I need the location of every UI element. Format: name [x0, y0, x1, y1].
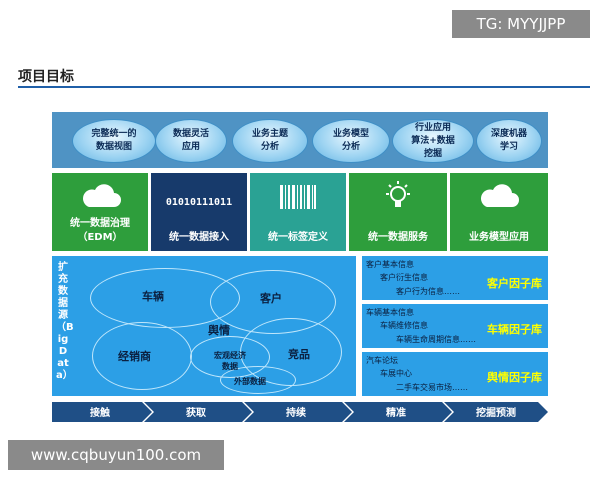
- tile-data-service: 统一数据服务: [349, 173, 447, 251]
- factor-name: 舆情因子库: [487, 371, 542, 384]
- factor-sentiment: 汽车论坛 车展中心 二手车交易市场…… 舆情因子库: [362, 352, 548, 396]
- big-data-label: 扩充数据源（Big Data）: [56, 262, 74, 381]
- title-rule: [18, 86, 590, 88]
- factor-line: 车辆维修信息: [380, 321, 428, 330]
- factor-line: 二手车交易市场……: [396, 383, 468, 392]
- stage-arrow: [344, 402, 452, 422]
- goal-theme-analysis: 业务主题 分析: [232, 119, 308, 163]
- tile-data-service-label: 统一数据服务: [368, 232, 428, 243]
- stage-arrow: [52, 402, 152, 422]
- source-sentiment: 舆情: [208, 324, 230, 337]
- watermark-top: TG: MYYJJPP: [452, 10, 590, 38]
- tile-data-access-label: 统一数据接入: [169, 232, 229, 243]
- page-title: 项目目标: [18, 69, 74, 85]
- goal-deep-learning: 深度机器 学习: [476, 119, 542, 163]
- lightbulb-icon: [386, 181, 410, 207]
- stage-arrow: [244, 402, 352, 422]
- goal-industry-algorithm: 行业应用 算法+数据 挖掘: [392, 119, 474, 163]
- big-data-panel: 车辆 客户 舆情 经销商 竞品 宏观经济 数据 外部数据: [52, 256, 356, 396]
- tile-data-access: 01010111011 统一数据接入: [151, 173, 247, 251]
- factor-line: 车展中心: [380, 369, 412, 378]
- stage-label-acquire: 获取: [186, 408, 206, 419]
- factor-line: 客户基本信息: [366, 260, 414, 269]
- goals-bar: 完整统一的 数据视图 数据灵活 应用 业务主题 分析 业务模型 分析 行业应用 …: [52, 112, 548, 168]
- stage-arrow: [444, 402, 548, 422]
- ring-external: [220, 366, 296, 394]
- tile-data-governance: 统一数据治理 （EDM）: [52, 173, 148, 251]
- source-external: 外部数据: [234, 377, 266, 386]
- factor-line: 车辆基本信息: [366, 308, 414, 317]
- tile-model-application: 业务模型应用: [450, 173, 548, 251]
- factor-line: 客户行为信息……: [396, 287, 460, 296]
- source-customer: 客户: [260, 292, 282, 305]
- stage-arrows: [52, 402, 548, 422]
- stage-label-contact: 接触: [90, 408, 110, 419]
- stage-label-precise: 精准: [386, 408, 406, 419]
- source-vehicle: 车辆: [142, 290, 164, 303]
- stage-label-mining: 挖掘预测: [476, 408, 516, 419]
- tile-tag-definition-label: 统一标签定义: [268, 232, 328, 243]
- factor-line: 客户衍生信息: [380, 273, 428, 282]
- stage-arrow: [144, 402, 252, 422]
- tile-model-application-label: 业务模型应用: [469, 232, 529, 243]
- cloud-icon: [480, 184, 519, 207]
- barcode-icon: [280, 185, 316, 209]
- source-macro: 宏观经济 数据: [214, 351, 246, 371]
- goal-flexible-application: 数据灵活 应用: [155, 119, 227, 163]
- factor-vehicle: 车辆基本信息 车辆维修信息 车辆生命周期信息…… 车辆因子库: [362, 304, 548, 348]
- stage-label-continue: 持续: [286, 408, 306, 419]
- cloud-icon: [82, 184, 121, 207]
- binary-text-icon: 01010111011: [165, 197, 233, 208]
- factor-line: 车辆生命周期信息……: [396, 335, 476, 344]
- factor-customer: 客户基本信息 客户衍生信息 客户行为信息…… 客户因子库: [362, 256, 548, 300]
- goal-model-analysis: 业务模型 分析: [312, 119, 390, 163]
- tile-tag-definition: 统一标签定义: [250, 173, 346, 251]
- watermark-bottom: www.cqbuyun100.com: [8, 440, 224, 470]
- factor-name: 车辆因子库: [487, 323, 542, 336]
- source-dealer: 经销商: [118, 350, 151, 363]
- goal-unified-view: 完整统一的 数据视图: [72, 119, 156, 163]
- source-competitor: 竞品: [288, 348, 310, 361]
- factor-name: 客户因子库: [487, 277, 542, 290]
- factor-line: 汽车论坛: [366, 356, 398, 365]
- tile-data-governance-label: 统一数据治理 （EDM）: [70, 218, 130, 243]
